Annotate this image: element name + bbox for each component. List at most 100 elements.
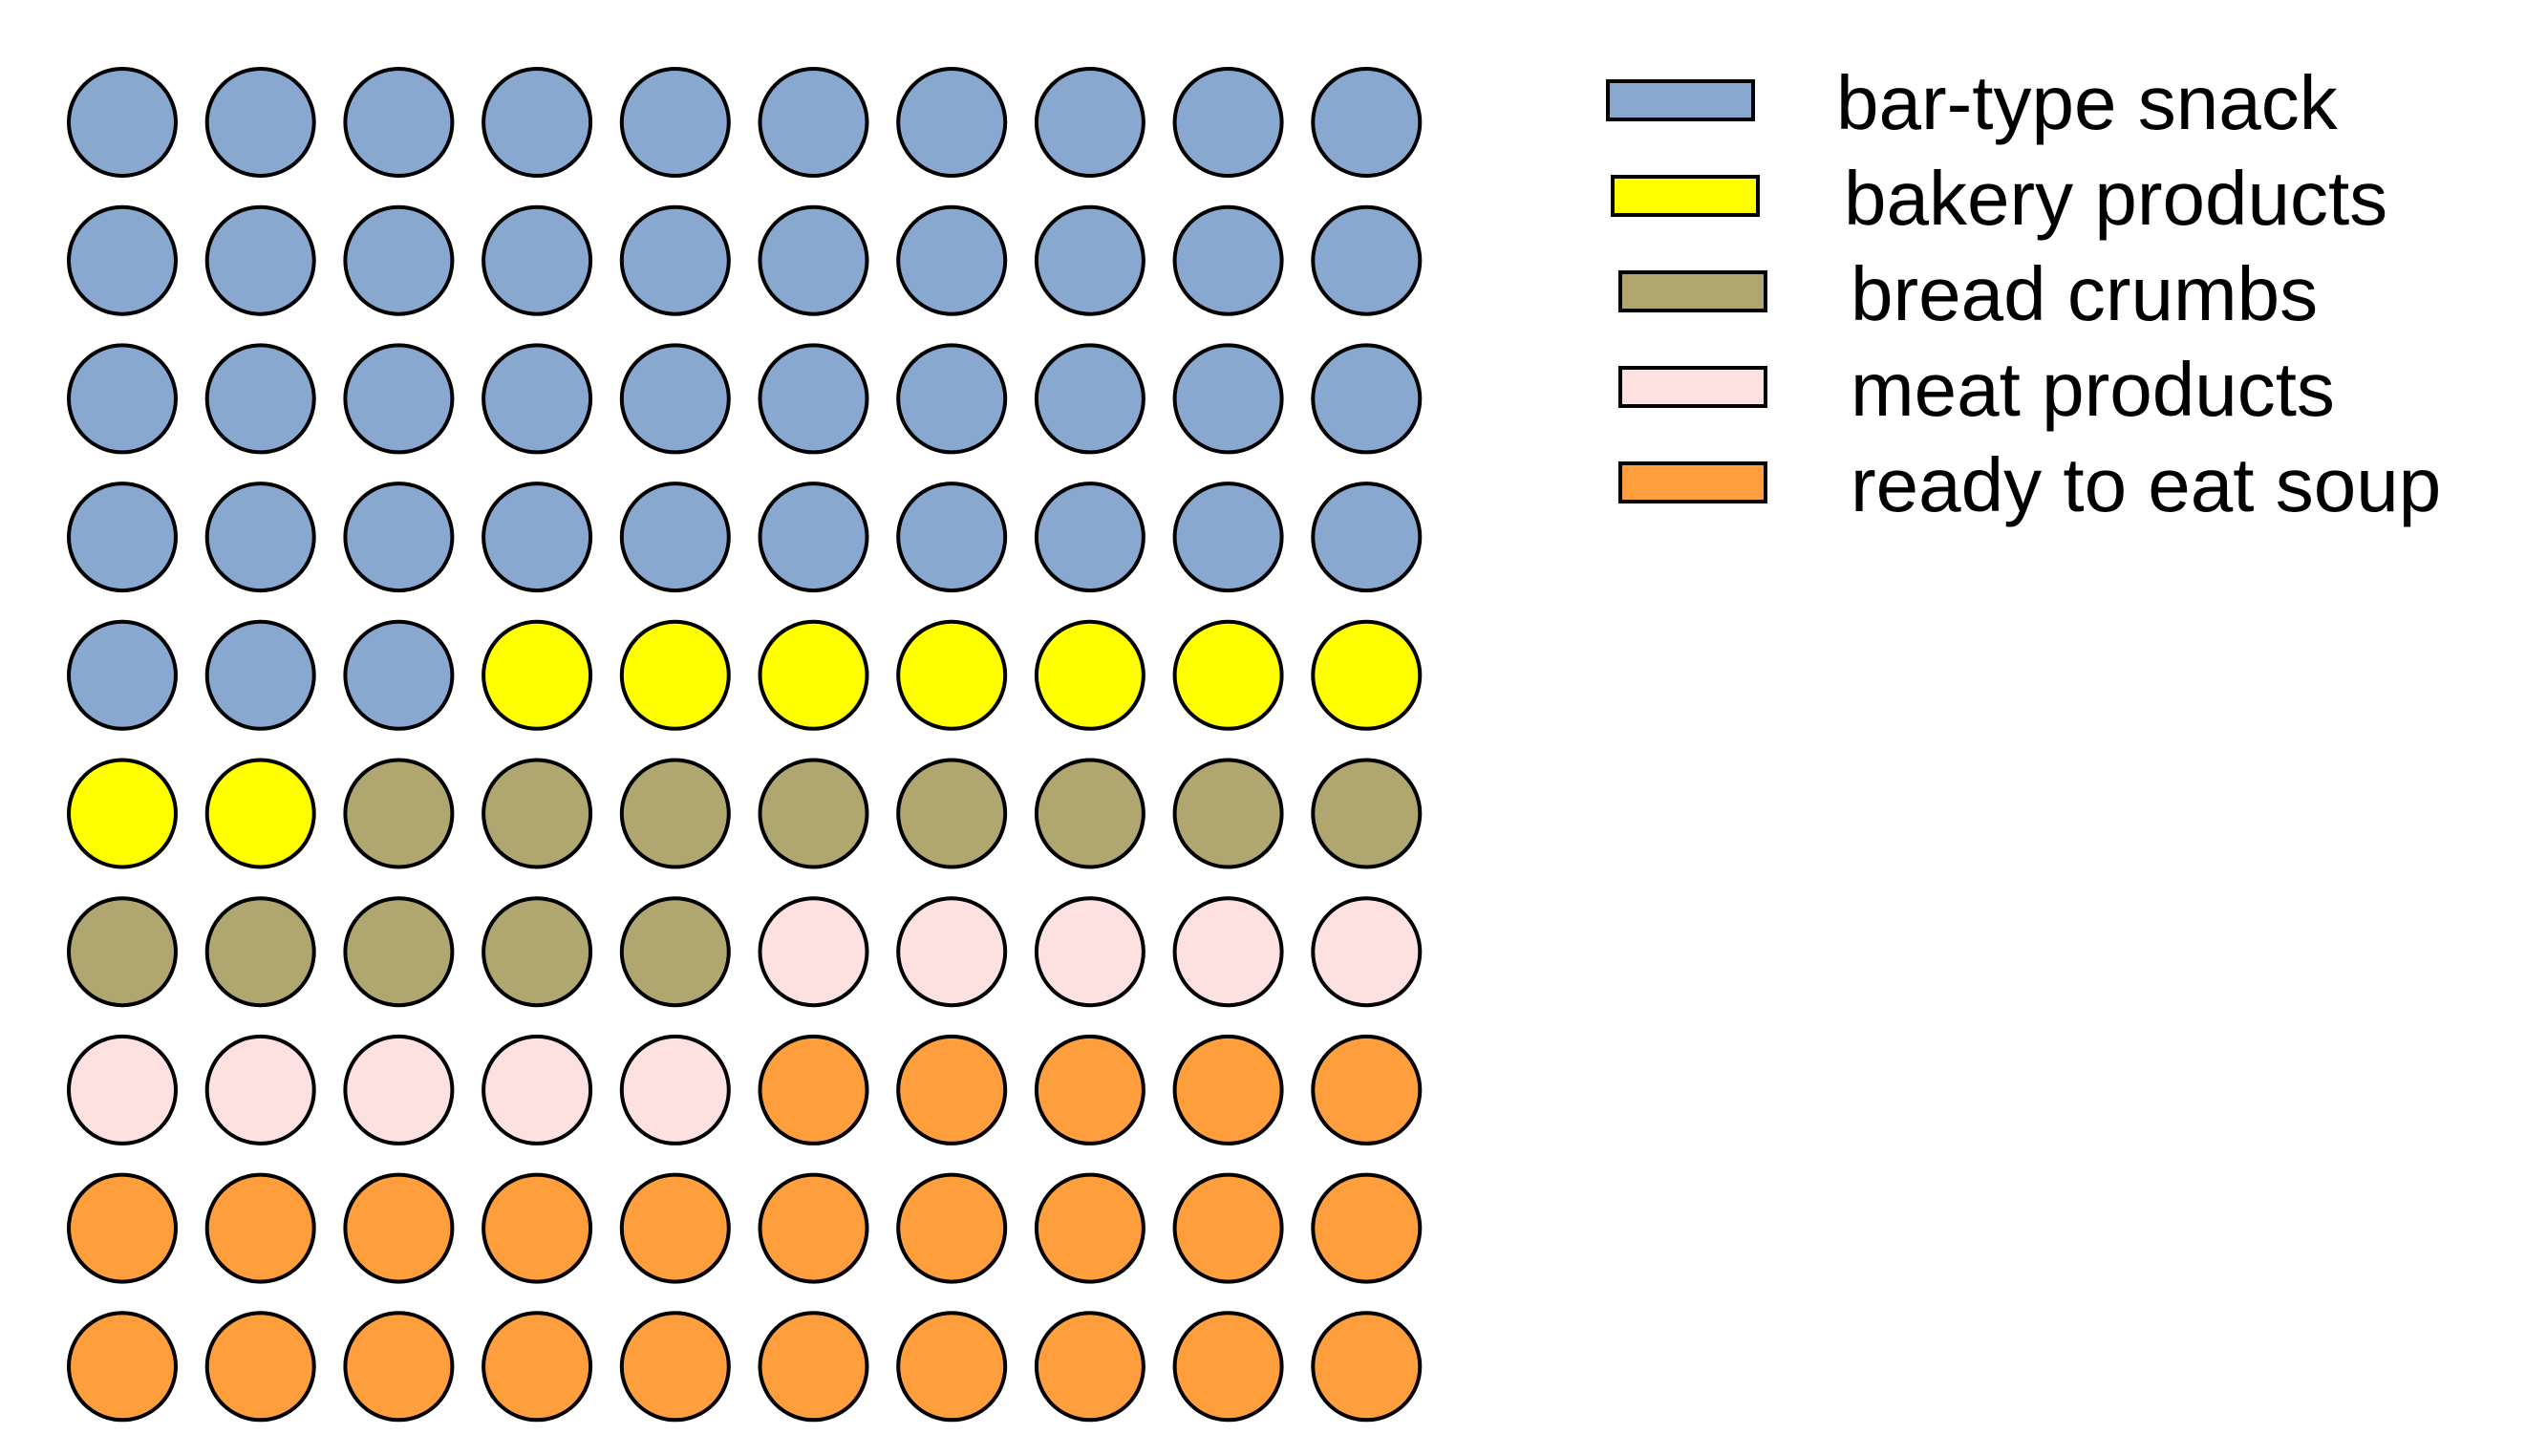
waffle-dot-bar-type-snack <box>67 67 178 178</box>
waffle-dot-bar-type-snack <box>896 343 1008 455</box>
waffle-dot-bakery-products <box>1034 619 1145 731</box>
waffle-dot-ready-to-eat-soup <box>1172 1034 1284 1146</box>
waffle-dot-bar-type-snack <box>1172 67 1284 178</box>
waffle-dot-bar-type-snack <box>482 343 593 455</box>
waffle-dot-bread-crumbs <box>1172 758 1284 869</box>
waffle-dot-bread-crumbs <box>343 896 455 1008</box>
waffle-dot-meat-products <box>1034 896 1145 1008</box>
waffle-dot-bar-type-snack <box>204 204 316 316</box>
waffle-dot-bread-crumbs <box>619 896 731 1008</box>
waffle-dot-bar-type-snack <box>482 482 593 593</box>
legend-label-meat-products: meat products <box>1851 347 2335 432</box>
legend-label-bar-type-snack: bar-type snack <box>1836 60 2339 145</box>
waffle-dot-bread-crumbs <box>343 758 455 869</box>
waffle-dot-bakery-products <box>1172 619 1284 731</box>
waffle-dot-meat-products <box>482 1034 593 1146</box>
waffle-dot-bar-type-snack <box>758 482 869 593</box>
waffle-dot-bar-type-snack <box>1172 204 1284 316</box>
waffle-dot-bar-type-snack <box>204 482 316 593</box>
waffle-dot-meat-products <box>619 1034 731 1146</box>
waffle-dot-bar-type-snack <box>758 67 869 178</box>
waffle-dot-bar-type-snack <box>619 67 731 178</box>
waffle-dot-bakery-products <box>619 619 731 731</box>
waffle-dot-bar-type-snack <box>343 343 455 455</box>
waffle-dot-bar-type-snack <box>204 67 316 178</box>
waffle-dot-ready-to-eat-soup <box>619 1311 731 1423</box>
waffle-dot-bread-crumbs <box>1034 758 1145 869</box>
legend-label-bread-crumbs: bread crumbs <box>1851 251 2318 336</box>
waffle-dot-ready-to-eat-soup <box>67 1311 178 1423</box>
waffle-dot-bread-crumbs <box>1311 758 1423 869</box>
legend-swatch-bakery-products <box>1611 175 1760 217</box>
waffle-dot-ready-to-eat-soup <box>758 1034 869 1146</box>
waffle-dot-bar-type-snack <box>619 204 731 316</box>
waffle-dot-bar-type-snack <box>204 343 316 455</box>
waffle-dot-bar-type-snack <box>1172 482 1284 593</box>
legend-item: ready to eat soup <box>1618 442 2441 527</box>
waffle-dot-bread-crumbs <box>482 896 593 1008</box>
waffle-dot-bar-type-snack <box>1311 482 1423 593</box>
legend-swatch-meat-products <box>1618 366 1767 408</box>
waffle-dot-ready-to-eat-soup <box>896 1034 1008 1146</box>
waffle-dot-bar-type-snack <box>1034 343 1145 455</box>
waffle-dot-bar-type-snack <box>482 204 593 316</box>
waffle-dot-ready-to-eat-soup <box>1172 1311 1284 1423</box>
waffle-dot-bar-type-snack <box>758 204 869 316</box>
waffle-dot-ready-to-eat-soup <box>343 1172 455 1284</box>
waffle-dot-bar-type-snack <box>896 482 1008 593</box>
waffle-dot-ready-to-eat-soup <box>343 1311 455 1423</box>
waffle-dot-bar-type-snack <box>1034 482 1145 593</box>
waffle-dot-ready-to-eat-soup <box>1311 1311 1423 1423</box>
waffle-dot-bread-crumbs <box>896 758 1008 869</box>
waffle-dot-ready-to-eat-soup <box>1034 1311 1145 1423</box>
waffle-dot-ready-to-eat-soup <box>1034 1172 1145 1284</box>
waffle-dot-bread-crumbs <box>67 896 178 1008</box>
waffle-dot-ready-to-eat-soup <box>204 1311 316 1423</box>
waffle-dot-bar-type-snack <box>1311 343 1423 455</box>
waffle-dot-meat-products <box>343 1034 455 1146</box>
legend: bar-type snack bakery products bread cru… <box>1606 60 2441 527</box>
waffle-dot-bar-type-snack <box>67 482 178 593</box>
waffle-dot-bakery-products <box>482 619 593 731</box>
waffle-dot-ready-to-eat-soup <box>482 1172 593 1284</box>
legend-item: bread crumbs <box>1618 251 2318 336</box>
waffle-dot-bar-type-snack <box>343 67 455 178</box>
waffle-dot-bar-type-snack <box>1034 67 1145 178</box>
waffle-dot-bar-type-snack <box>67 204 178 316</box>
waffle-dot-bakery-products <box>1311 619 1423 731</box>
legend-swatch-bar-type-snack <box>1606 79 1755 121</box>
waffle-dot-bar-type-snack <box>67 343 178 455</box>
legend-label-bakery-products: bakery products <box>1844 156 2387 241</box>
waffle-dot-bar-type-snack <box>1034 204 1145 316</box>
legend-item: bakery products <box>1611 156 2387 241</box>
waffle-dot-bar-type-snack <box>896 67 1008 178</box>
waffle-dot-ready-to-eat-soup <box>67 1172 178 1284</box>
legend-swatch-bread-crumbs <box>1618 270 1767 312</box>
waffle-dot-bar-type-snack <box>1172 343 1284 455</box>
waffle-dot-bakery-products <box>204 758 316 869</box>
waffle-dot-ready-to-eat-soup <box>482 1311 593 1423</box>
waffle-dot-bar-type-snack <box>482 67 593 178</box>
waffle-dot-bar-type-snack <box>204 619 316 731</box>
waffle-dot-ready-to-eat-soup <box>758 1311 869 1423</box>
waffle-grid <box>67 67 1423 1423</box>
waffle-dot-meat-products <box>896 896 1008 1008</box>
waffle-dot-bar-type-snack <box>619 482 731 593</box>
waffle-dot-ready-to-eat-soup <box>896 1311 1008 1423</box>
waffle-dot-bar-type-snack <box>758 343 869 455</box>
waffle-dot-ready-to-eat-soup <box>1034 1034 1145 1146</box>
waffle-dot-bread-crumbs <box>204 896 316 1008</box>
waffle-dot-meat-products <box>1172 896 1284 1008</box>
waffle-dot-bread-crumbs <box>758 758 869 869</box>
waffle-dot-bakery-products <box>758 619 869 731</box>
waffle-dot-ready-to-eat-soup <box>758 1172 869 1284</box>
waffle-dot-bar-type-snack <box>343 204 455 316</box>
waffle-dot-ready-to-eat-soup <box>896 1172 1008 1284</box>
waffle-dot-ready-to-eat-soup <box>1311 1172 1423 1284</box>
waffle-dot-bar-type-snack <box>1311 67 1423 178</box>
waffle-dot-meat-products <box>1311 896 1423 1008</box>
waffle-dot-bar-type-snack <box>67 619 178 731</box>
waffle-dot-bar-type-snack <box>896 204 1008 316</box>
waffle-dot-bakery-products <box>896 619 1008 731</box>
